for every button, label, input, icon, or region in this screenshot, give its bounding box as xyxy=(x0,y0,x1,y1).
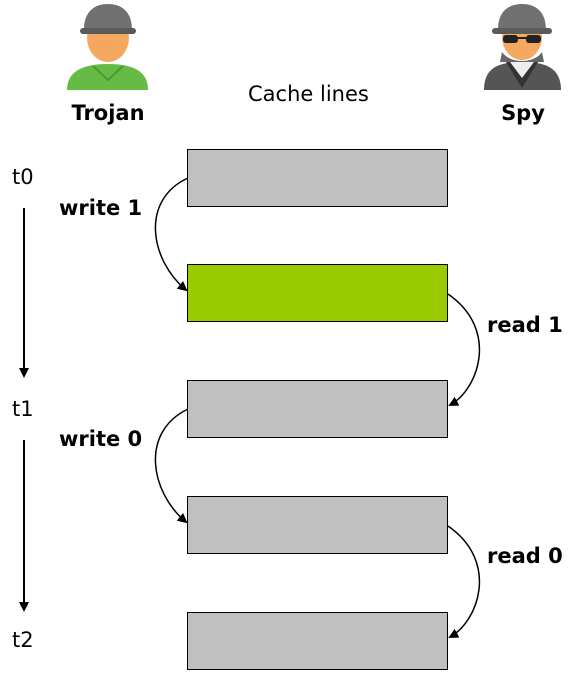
read-1-label: read 1 xyxy=(487,313,563,337)
read-1-arrow xyxy=(447,293,481,406)
cache-line-2 xyxy=(187,264,448,322)
write-1-label: write 1 xyxy=(59,196,143,220)
time-label-t0: t0 xyxy=(12,165,34,189)
write-0-label: write 0 xyxy=(59,427,143,451)
cache-lines-heading: Cache lines xyxy=(248,82,369,106)
read-0-arrow xyxy=(447,525,481,638)
read-0-label: read 0 xyxy=(487,544,563,568)
write-0-arrow xyxy=(154,408,189,524)
write-1-arrow xyxy=(154,177,189,292)
spy-person-icon xyxy=(484,4,561,90)
cache-line-3 xyxy=(187,380,448,438)
cache-line-1 xyxy=(187,149,448,207)
trojan-person-icon xyxy=(67,4,148,90)
time-label-t1: t1 xyxy=(12,397,34,421)
time-label-t2: t2 xyxy=(12,628,34,652)
cache-line-4 xyxy=(187,496,448,554)
spy-label: Spy xyxy=(501,101,545,125)
cache-line-5 xyxy=(187,612,448,670)
trojan-label: Trojan xyxy=(71,101,145,125)
